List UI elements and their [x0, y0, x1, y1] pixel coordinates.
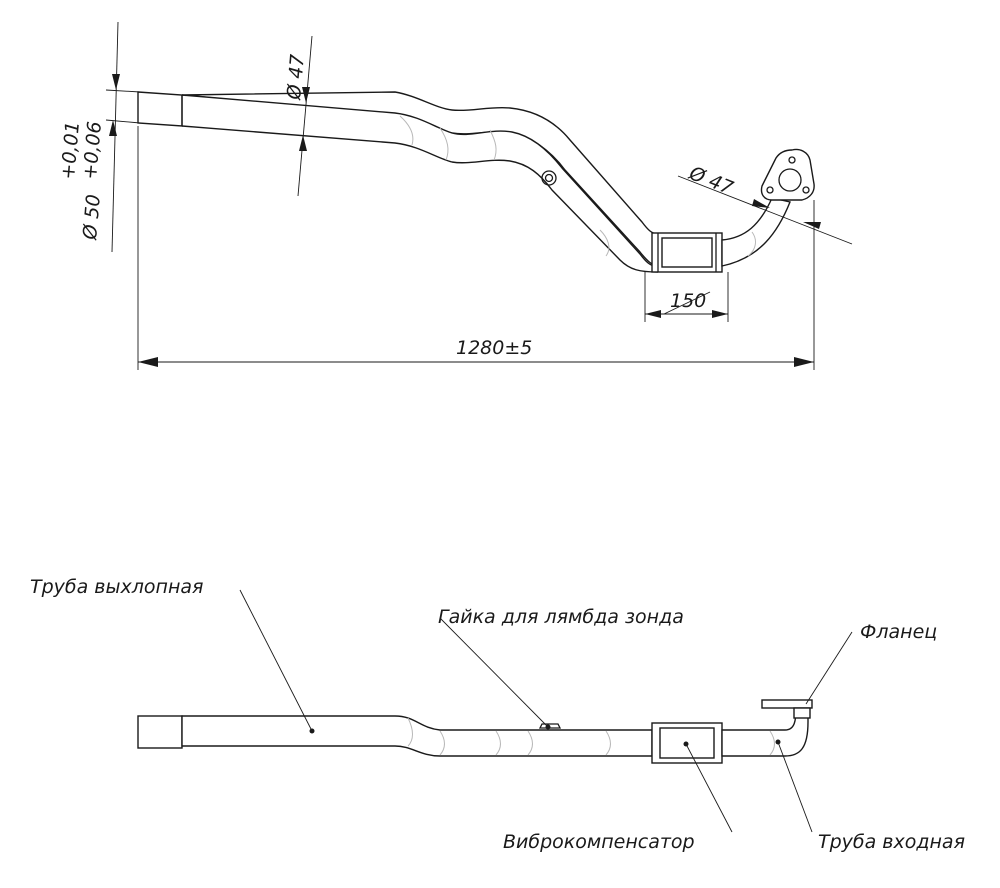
inlet-pipe-top: [721, 197, 791, 267]
exhaust-pipe-side: [181, 715, 653, 757]
exhaust-pipe-top: [181, 91, 659, 273]
outlet-end-side: [137, 715, 183, 749]
leader-lines: [239, 589, 853, 833]
label-compensator: Виброкомпенсатор: [503, 831, 695, 853]
label-lambda-nut: Гайка для лямбда зонда: [438, 606, 684, 628]
dim-inlet-diameter: Ø 47: [685, 162, 736, 200]
dim-pipe-diameter: Ø 47: [283, 54, 309, 102]
label-exhaust-pipe: Труба выхлопная: [30, 576, 203, 598]
dim-outlet-diameter: Ø 50: [79, 194, 105, 242]
dim-total-length: 1280±5: [456, 337, 532, 359]
flange-top: [760, 148, 815, 201]
dim-outlet-tolerance-lower: +0,06: [79, 121, 106, 181]
top-view: Ø 50 +0,06 +0,01 Ø 47 Ø 47 150 1280±5: [57, 21, 853, 370]
lambda-nut-top: [541, 170, 557, 186]
label-flange: Фланец: [860, 621, 937, 643]
compensator-top: [651, 232, 723, 273]
dim-outlet-tolerance-upper: +0,01: [57, 121, 84, 181]
outlet-end: [137, 91, 183, 127]
lambda-nut-side: [538, 723, 562, 729]
label-inlet-pipe: Труба входная: [818, 831, 965, 853]
flange-side: [761, 699, 813, 719]
side-view: Труба выхлопная Гайка для лямбда зонда Ф…: [30, 576, 965, 853]
dim-compensator-length: 150: [670, 290, 706, 312]
